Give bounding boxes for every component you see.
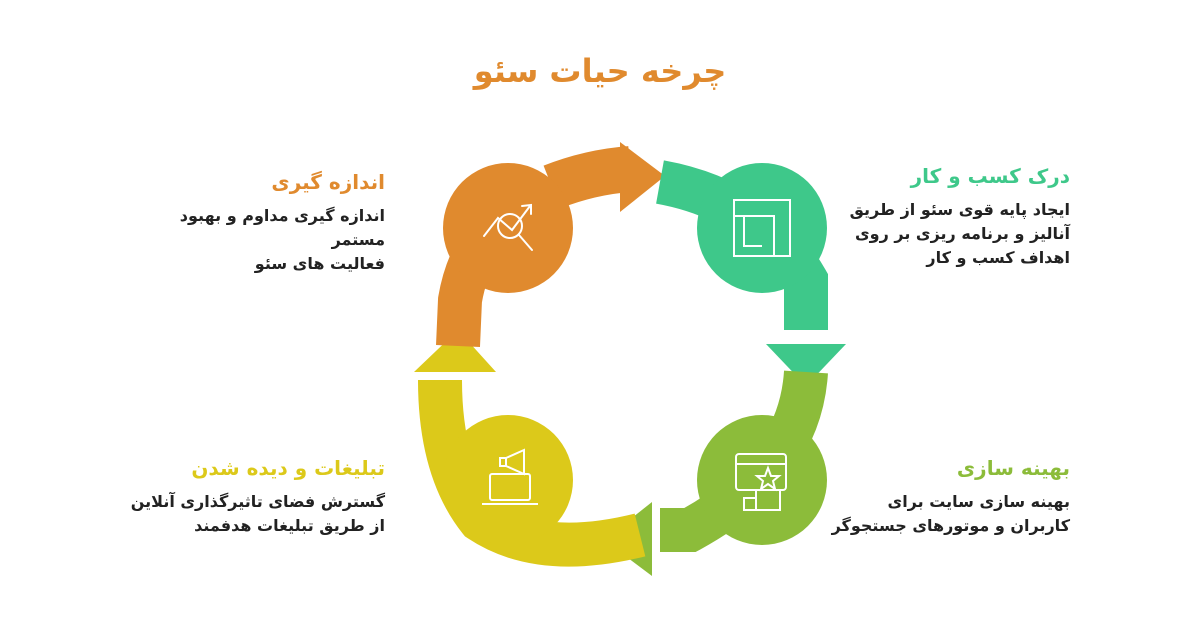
arrow-yellow-head: [414, 330, 496, 372]
stage-business: درک کسب و کار ایجاد پایه قوی سئو از طریق…: [830, 164, 1070, 270]
stage-measurement-desc-line: اندازه گیری مداوم و بهبود مستمر: [179, 206, 385, 249]
stage-measurement-desc-line: فعالیت های سئو: [254, 254, 385, 273]
stage-business-desc-line: اهداف کسب و کار: [926, 248, 1070, 267]
stage-advertising-heading: تبلیغات و دیده شدن: [191, 456, 385, 480]
arrow-orange: [543, 146, 633, 209]
stage-measurement-heading: اندازه گیری: [271, 170, 385, 194]
stage-optimization-desc-line: بهینه سازی سایت برای: [887, 492, 1070, 511]
circle-measurement: [443, 163, 573, 293]
page-title: چرخه حیات سئو: [473, 52, 727, 90]
stage-advertising-desc-line: گسترش فضای تاثیرگذاری آنلاین: [130, 492, 385, 511]
stage-business-desc: ایجاد پایه قوی سئو از طریق آنالیز و برنا…: [830, 198, 1070, 270]
stage-business-desc-line: ایجاد پایه قوی سئو از طریق: [849, 200, 1070, 219]
stage-optimization-desc-line: کاربران و موتورهای جستجوگر: [831, 516, 1070, 535]
stage-business-heading: درک کسب و کار: [910, 164, 1070, 188]
stage-advertising-desc: گسترش فضای تاثیرگذاری آنلاین از طریق تبل…: [130, 490, 385, 538]
stage-optimization: بهینه سازی بهینه سازی سایت برای کاربران …: [830, 456, 1070, 538]
arrow-green-head: [766, 344, 846, 386]
arrow-orange-head: [620, 142, 665, 212]
floor-plan-icon: [733, 199, 791, 257]
analytics-magnifier-icon: [483, 203, 533, 251]
stage-business-desc-line: آنالیز و برنامه ریزی بر روی: [855, 224, 1070, 243]
stage-advertising-desc-line: از طریق تبلیغات هدفمند: [194, 516, 385, 535]
stage-advertising: تبلیغات و دیده شدن گسترش فضای تاثیرگذاری…: [130, 456, 385, 538]
circle-advertising: [443, 415, 573, 545]
stage-measurement-desc: اندازه گیری مداوم و بهبود مستمر فعالیت ه…: [130, 204, 385, 276]
stage-optimization-heading: بهینه سازی: [956, 456, 1070, 480]
ranking-podium-icon: [735, 453, 787, 511]
circle-business: [697, 163, 827, 293]
stage-optimization-desc: بهینه سازی سایت برای کاربران و موتورهای …: [830, 490, 1070, 538]
stage-measurement: اندازه گیری اندازه گیری مداوم و بهبود مس…: [130, 170, 385, 276]
laptop-megaphone-icon: [482, 448, 538, 505]
